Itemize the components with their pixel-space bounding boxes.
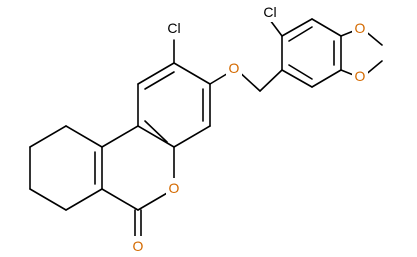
lactone-ring-oxygen: O [169,180,180,196]
bond-lines [29,18,383,239]
dioxole-oxygen-bottom: O [355,68,366,84]
dioxole-oxygen-top: O [355,20,366,36]
atom-labels: Cl O Cl O O O O [133,4,366,254]
carbonyl-oxygen: O [133,238,144,254]
chlorine-atom-left: Cl [167,20,180,36]
chlorine-atom-right: Cl [263,4,276,20]
ether-oxygen-atom: O [229,60,240,76]
